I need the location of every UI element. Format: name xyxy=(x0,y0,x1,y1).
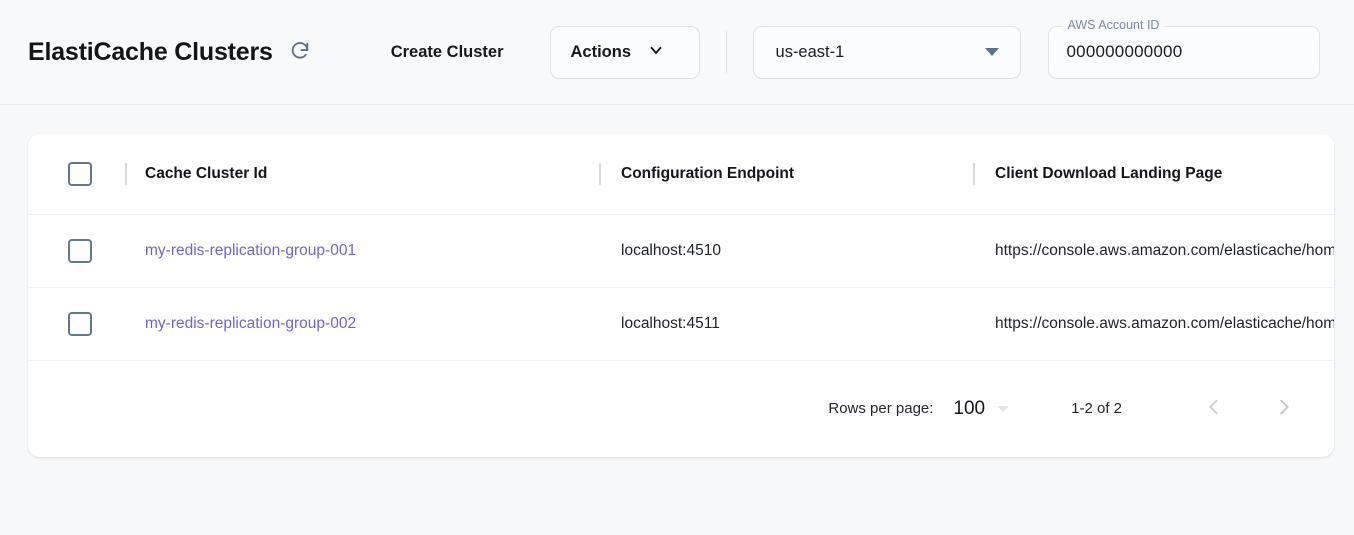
column-resize-handle[interactable] xyxy=(599,163,601,185)
cluster-id-link[interactable]: my-redis-replication-group-002 xyxy=(145,315,357,332)
cell-configuration-endpoint: localhost:4510 xyxy=(621,242,721,259)
cell-cache-cluster-id: my-redis-replication-group-001 xyxy=(127,242,599,260)
aws-account-id-field[interactable]: AWS Account ID 000000000000 xyxy=(1047,17,1320,79)
table-header-row: Cache Cluster Id Configuration Endpoint … xyxy=(28,134,1334,215)
chevron-right-icon xyxy=(1273,396,1295,421)
actions-button[interactable]: Actions xyxy=(549,25,700,79)
column-resize-handle[interactable] xyxy=(125,163,127,185)
cell-configuration-endpoint: localhost:4511 xyxy=(621,315,720,332)
pagination-range-label: 1-2 of 2 xyxy=(1071,400,1122,417)
chevron-left-icon xyxy=(1203,396,1225,421)
chevron-down-icon xyxy=(997,405,1010,412)
column-header-cache-cluster-id[interactable]: Cache Cluster Id xyxy=(145,165,268,182)
header-divider xyxy=(725,31,727,73)
column-header-client-download-landing-page[interactable]: Client Download Landing Page xyxy=(995,165,1223,182)
actions-button-label: Actions xyxy=(570,42,632,61)
refresh-button[interactable] xyxy=(287,39,313,65)
aws-account-id-value: 000000000000 xyxy=(1066,42,1183,61)
region-select-value: us-east-1 xyxy=(775,42,845,61)
create-cluster-button[interactable]: Create Cluster xyxy=(379,33,516,72)
title-block: ElastiCache Clusters xyxy=(28,38,313,67)
app-header: ElastiCache Clusters Create Cluster Acti… xyxy=(0,0,1354,105)
table-row[interactable]: my-redis-replication-group-002 localhost… xyxy=(28,288,1334,361)
column-resize-handle[interactable] xyxy=(973,163,975,185)
row-checkbox[interactable] xyxy=(67,239,92,263)
refresh-icon xyxy=(289,40,311,65)
triangle-down-icon xyxy=(984,48,999,56)
next-page-button[interactable] xyxy=(1262,387,1306,431)
cell-client-download-landing-page: https://console.aws.amazon.com/elasticac… xyxy=(995,242,1334,259)
row-select-cell xyxy=(28,312,125,336)
region-select[interactable]: us-east-1 xyxy=(752,25,1021,79)
rows-per-page-select[interactable]: 100 xyxy=(953,397,1010,420)
table-row[interactable]: my-redis-replication-group-001 localhost… xyxy=(28,215,1334,288)
select-all-checkbox[interactable] xyxy=(67,162,92,186)
select-all-cell xyxy=(28,162,125,186)
cell-cache-cluster-id: my-redis-replication-group-002 xyxy=(127,315,599,333)
aws-account-id-label: AWS Account ID xyxy=(1062,17,1165,32)
cell-client-download-landing-page: https://console.aws.amazon.com/elasticac… xyxy=(995,315,1334,332)
row-select-cell xyxy=(28,239,125,263)
page-title: ElastiCache Clusters xyxy=(28,37,273,66)
pagination-bar: Rows per page: 100 1-2 of 2 xyxy=(28,361,1334,456)
rows-per-page-value: 100 xyxy=(953,397,986,419)
previous-page-button[interactable] xyxy=(1192,387,1236,431)
chevron-down-icon xyxy=(647,41,665,64)
clusters-card: Cache Cluster Id Configuration Endpoint … xyxy=(28,134,1334,457)
column-header-configuration-endpoint[interactable]: Configuration Endpoint xyxy=(621,165,795,182)
rows-per-page-label: Rows per page: xyxy=(828,400,934,417)
cluster-id-link[interactable]: my-redis-replication-group-001 xyxy=(145,242,357,259)
row-checkbox[interactable] xyxy=(67,312,92,336)
